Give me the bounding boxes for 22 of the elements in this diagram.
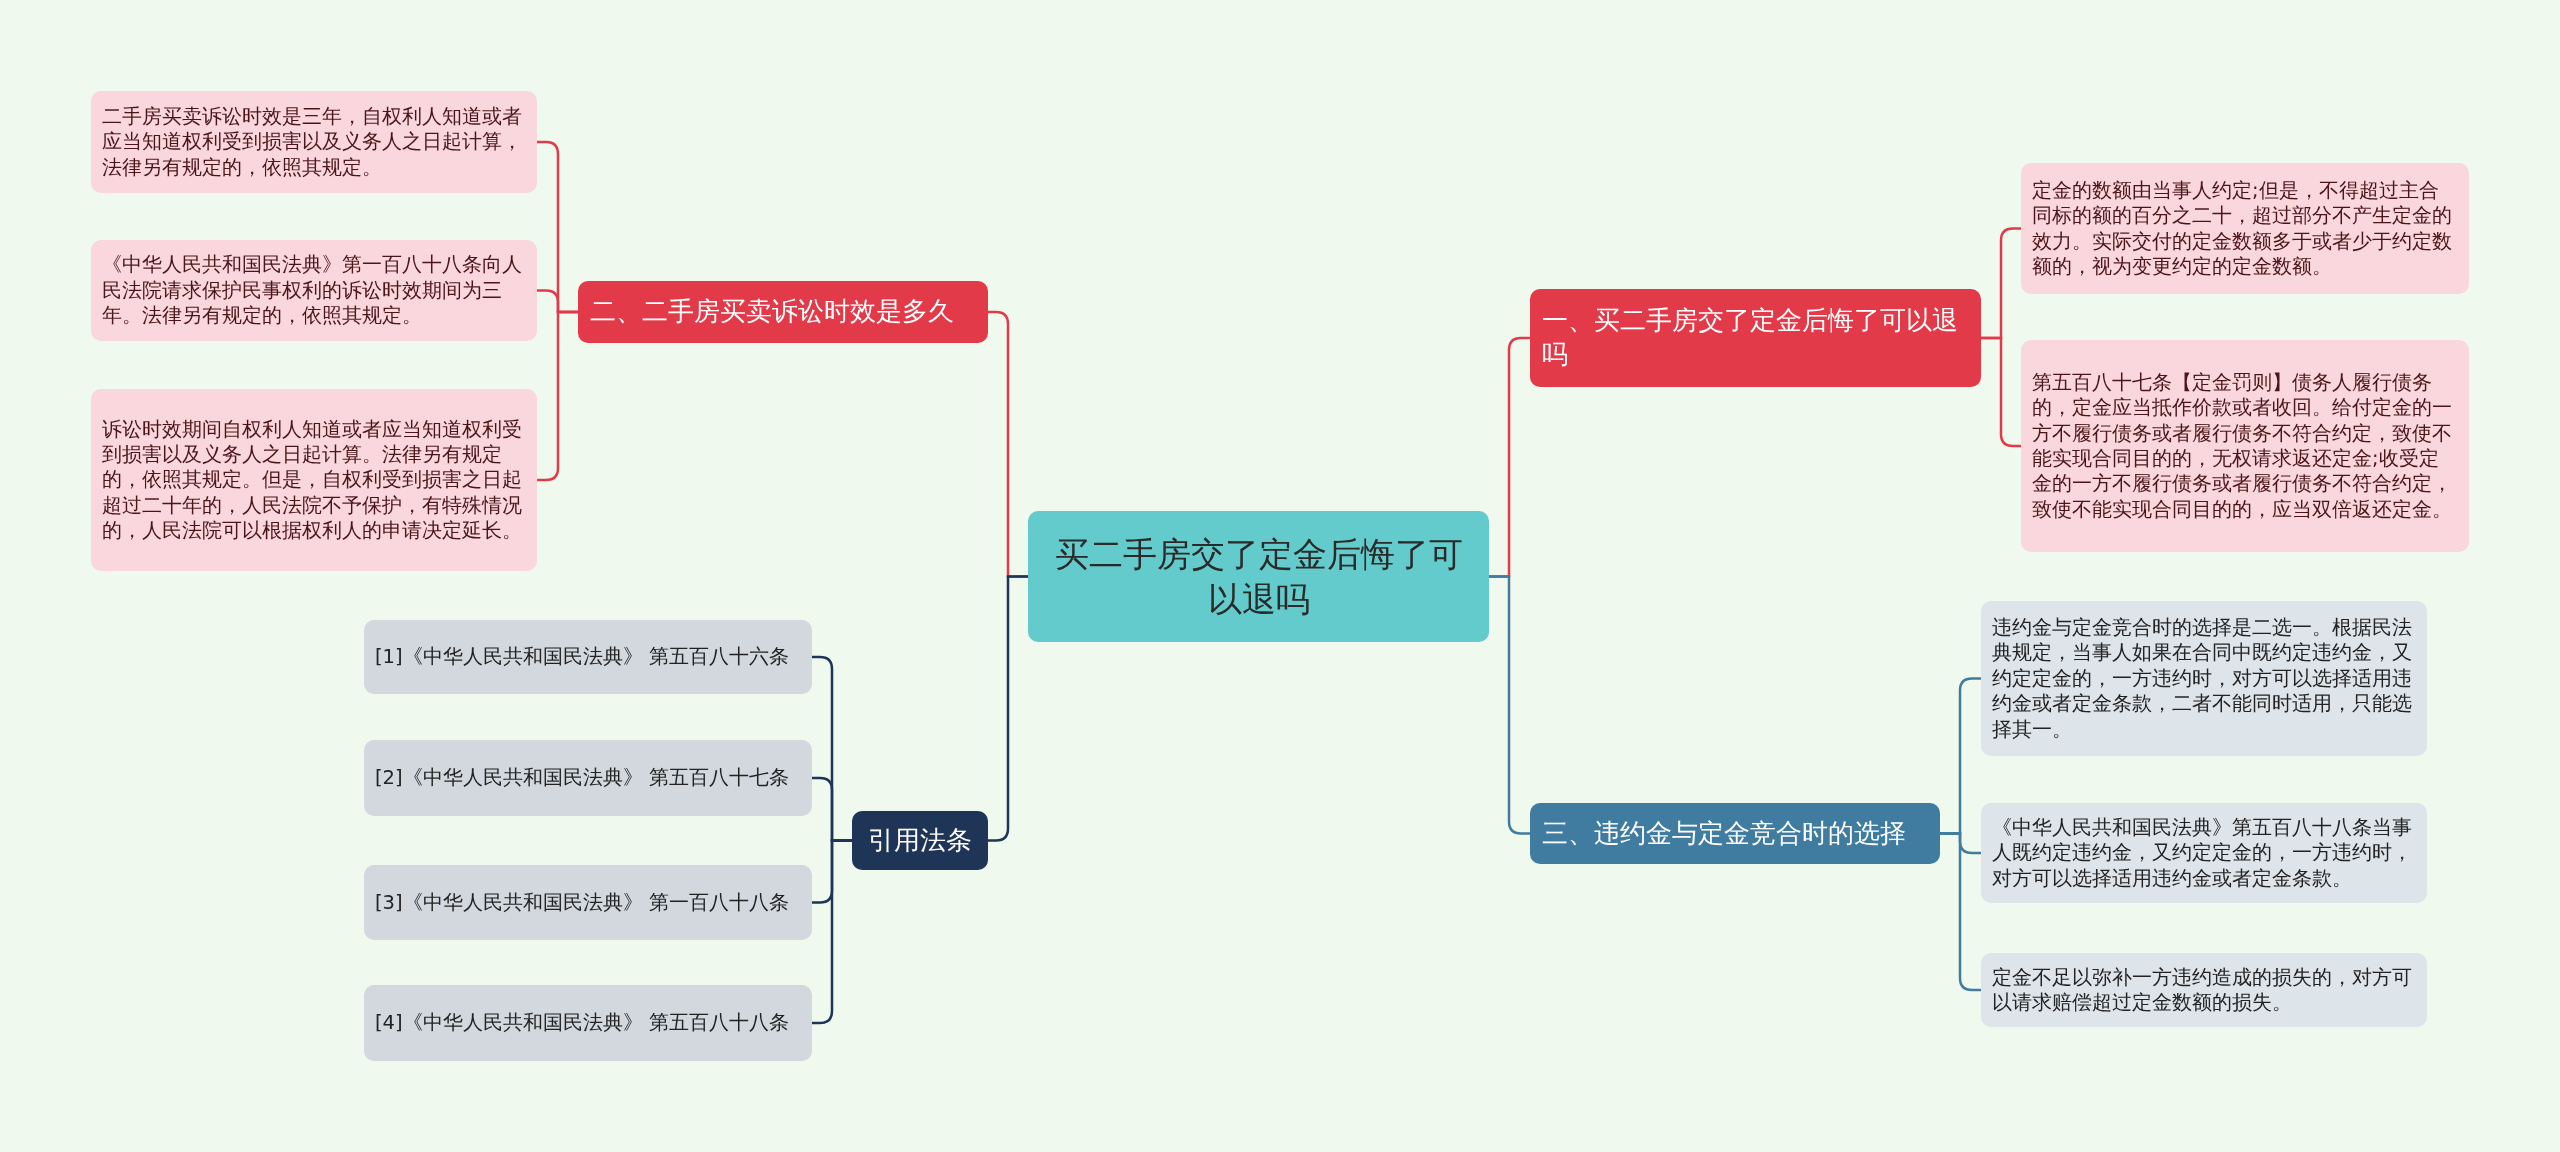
note-box: 定金不足以弥补一方违约造成的损失的，对方可以请求赔偿超过定金数额的损失。 bbox=[1981, 953, 2427, 1027]
connector-line bbox=[1489, 575, 1530, 835]
reference-box: [4]《中华人民共和国民法典》 第五百八十八条 bbox=[364, 985, 812, 1061]
central-topic-box: 买二手房交了定金后悔了可以退吗 bbox=[1028, 511, 1489, 642]
note-box: 《中华人民共和国民法典》第五百八十八条当事人既约定违约金，又约定定金的，一方违约时，对方可以选择适用违约金或者定金条款。 bbox=[1981, 803, 2427, 903]
branch-box: 三、违约金与定金竞合时的选择 bbox=[1530, 803, 1940, 864]
reference-box: [2]《中华人民共和国民法典》 第五百八十七条 bbox=[364, 740, 812, 816]
note-box: 违约金与定金竞合时的选择是二选一。根据民法典规定，当事人如果在合同中既约定违约金，又约定定金的，一方违约时，对方可以选择适用违约金或者定金条款，二者不能同时适用，只能选择其一。 bbox=[1981, 601, 2427, 756]
branch-box: 二、二手房买卖诉讼时效是多久 bbox=[578, 281, 988, 343]
note-box: 第五百八十七条【定金罚则】债务人履行债务的，定金应当抵作价款或者收回。给付定金的一方不履行债务或者履行债务不符合约定，致使不能实现合同目的的，无权请求返还定金;收受定金的一方不履行债务或者履行债务不符合约定，致使不能实现合同目的的，应当双倍返还定金。 bbox=[2021, 340, 2469, 552]
connector-line bbox=[537, 310, 578, 482]
note-box: 诉讼时效期间自权利人知道或者应当知道权利受到损害以及义务人之日起计算。法律另有规定的，依照其规定。但是，自权利受到损害之日起超过二十年的，人民法院不予保护，有特殊情况的，人民法院可以根据权利人的申请决定延长。 bbox=[91, 389, 537, 571]
reference-box: [3]《中华人民共和国民法典》 第一百八十八条 bbox=[364, 865, 812, 940]
note-box: 二手房买卖诉讼时效是三年，自权利人知道或者应当知道权利受到损害以及义务人之日起计算，法律另有规定的，依照其规定。 bbox=[91, 91, 537, 193]
branch-box: 一、买二手房交了定金后悔了可以退吗 bbox=[1530, 289, 1981, 387]
reference-box: [1]《中华人民共和国民法典》 第五百八十六条 bbox=[364, 620, 812, 694]
connector-line bbox=[988, 575, 1028, 842]
note-box: 《中华人民共和国民法典》第一百八十八条向人民法院请求保护民事权利的诉讼时效期间为三年。法律另有规定的，依照其规定。 bbox=[91, 240, 537, 341]
connector-line bbox=[1981, 336, 2021, 448]
branch-box: 引用法条 bbox=[852, 811, 988, 870]
note-box: 定金的数额由当事人约定;但是，不得超过主合同标的额的百分之二十，超过部分不产生定金的效力。实际交付的定金数额多于或者少于约定数额的，视为变更约定的定金数额。 bbox=[2021, 163, 2469, 294]
connector-line bbox=[1940, 832, 1981, 992]
